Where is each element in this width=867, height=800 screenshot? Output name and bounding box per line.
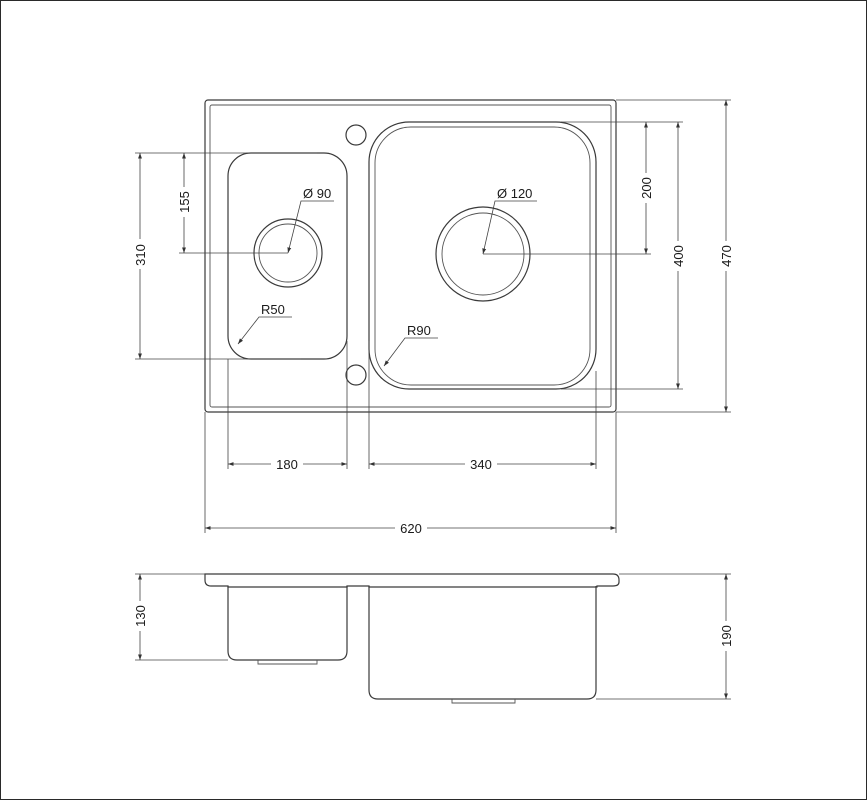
label-large-drain-diameter: Ø 120 <box>497 186 532 201</box>
label-large-corner-radius: R90 <box>407 323 431 338</box>
label-155: 155 <box>177 191 192 213</box>
large-drain-leader <box>482 200 537 255</box>
top-view <box>135 99 731 533</box>
tap-hole <box>345 124 367 146</box>
side-small-bowl <box>227 586 348 661</box>
large-bowl-inner-outline <box>374 126 591 386</box>
label-400: 400 <box>671 245 686 267</box>
dimension-labels: 155 310 200 400 470 180 340 620 130 190 … <box>131 173 735 651</box>
side-view <box>135 573 731 704</box>
large-bowl-outline <box>368 121 597 390</box>
label-200: 200 <box>639 177 654 199</box>
label-small-drain-diameter: Ø 90 <box>303 186 331 201</box>
side-large-bowl <box>368 586 597 700</box>
label-340: 340 <box>470 457 492 472</box>
overflow-hole <box>345 364 367 386</box>
side-small-drain <box>257 660 318 665</box>
label-310: 310 <box>133 244 148 266</box>
side-rim <box>204 573 620 588</box>
label-620: 620 <box>400 521 422 536</box>
label-130: 130 <box>133 605 148 627</box>
label-470: 470 <box>719 245 734 267</box>
label-small-corner-radius: R50 <box>261 302 285 317</box>
sink-outer-rim <box>204 99 617 413</box>
small-radius-leader <box>237 316 292 345</box>
side-large-drain <box>451 699 516 704</box>
small-bowl-outline <box>227 152 348 360</box>
small-drain-leader <box>287 200 334 254</box>
label-180: 180 <box>276 457 298 472</box>
sink-inner-rim <box>209 104 612 408</box>
label-190: 190 <box>719 625 734 647</box>
large-radius-leader <box>383 337 438 367</box>
